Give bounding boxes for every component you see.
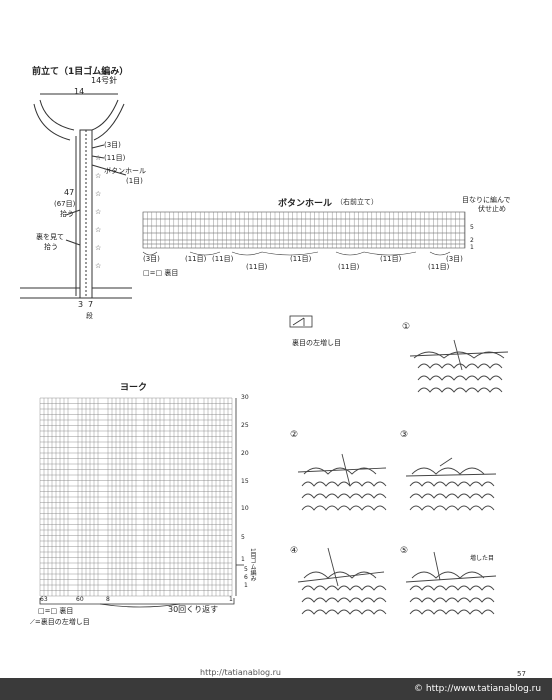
bh-count-5: (11目) (290, 255, 312, 263)
bh-count-9: (3目) (446, 255, 463, 263)
back-pick-label: 裏を見て (36, 233, 64, 241)
yoke-left-6: 6 (244, 574, 248, 581)
yoke-legend-2: ⟋=裏目の左増し目 (30, 618, 90, 626)
added-stitch-label: 増した目 (470, 555, 495, 562)
bh-legend: □=□ 裏目 (143, 269, 179, 277)
svg-text:☆: ☆ (95, 190, 101, 198)
band-bottom-c: 段 (86, 312, 93, 320)
bind-off-note-1: 目なりに編んで (462, 196, 511, 204)
yoke-row-25: 25 (241, 422, 249, 429)
repeat-label: 30回くり返す (168, 605, 219, 614)
bh-row-1: 1 (470, 244, 474, 251)
buttonhole-chart-subtitle: （右前立て） (336, 198, 378, 206)
yoke-title: ヨーク (120, 383, 148, 393)
svg-text:☆: ☆ (95, 244, 101, 252)
yoke-row-15: 15 (241, 478, 249, 485)
step-5: ⑤ (400, 546, 409, 556)
yoke-row-1: 1 (241, 556, 245, 563)
bh-count-2: (11目) (185, 255, 207, 263)
needle-size: 14号針 (91, 76, 118, 85)
svg-text:☆: ☆ (95, 208, 101, 216)
svg-text:☆: ☆ (95, 172, 101, 180)
yoke-row-20: 20 (241, 450, 249, 457)
svg-text:☆: ☆ (95, 226, 101, 234)
bh-count-1: (3目) (143, 255, 160, 263)
step-3: ③ (400, 430, 409, 440)
buttonhole-chart-title: ボタンホール (278, 199, 333, 209)
bh-row-2: 2 (470, 237, 474, 244)
buttonhole-label: ボタンホール (104, 167, 146, 175)
yoke-col-1: 1 (229, 596, 233, 603)
step-4: ④ (290, 546, 299, 556)
yoke-left-5: 5 (244, 566, 248, 573)
back-pick-label-2: 拾う (44, 243, 58, 251)
step-2: ② (290, 430, 299, 440)
band-bottom-a: 3 (78, 300, 84, 309)
yoke-left-1: 1 (244, 582, 248, 589)
yoke-col-60: 60 (76, 596, 84, 603)
bh-count-7: (11目) (380, 255, 402, 263)
yoke-col-63: 63 (40, 596, 48, 603)
footer-bar: © http://www.tatianablog.ru (0, 678, 552, 700)
increase-title: 裏目の左増し目 (292, 339, 341, 347)
band-width: 14 (74, 87, 85, 96)
yoke-col-8: 8 (106, 596, 110, 603)
footer-url[interactable]: http://tatianablog.ru (200, 668, 281, 677)
svg-text:☆: ☆ (95, 154, 101, 162)
band-rows: (67目) (54, 200, 76, 208)
yoke-row-30: 30 (241, 394, 249, 401)
yoke-row-10: 10 (241, 505, 249, 512)
footer-url-right[interactable]: © http://www.tatianablog.ru (414, 684, 542, 694)
band-height: 47 (64, 188, 75, 197)
band-bottom-b: 7 (88, 300, 94, 309)
buttonhole-sub: (1目) (126, 177, 143, 185)
bind-off-note-2: 伏せ止め (478, 205, 506, 213)
band-count-11: (11目) (104, 154, 126, 162)
bh-count-4: (11目) (246, 263, 268, 271)
yoke-legend-1: □=□ 裏目 (38, 607, 74, 615)
front-band-title: 前立て（1目ゴム編み） (32, 67, 129, 77)
pick-label: 拾う (60, 210, 74, 218)
step-1: ① (402, 322, 411, 332)
bh-count-6: (11目) (338, 263, 360, 271)
rib-label: 1目ゴム編み (249, 548, 256, 582)
svg-text:☆: ☆ (95, 262, 101, 270)
bh-row-5: 5 (470, 224, 474, 231)
band-count-3: (3目) (104, 141, 121, 149)
bh-count-8: (11目) (428, 263, 450, 271)
yoke-row-5: 5 (241, 534, 245, 541)
page-number: 57 (517, 670, 526, 678)
bh-count-3: (11目) (212, 255, 234, 263)
